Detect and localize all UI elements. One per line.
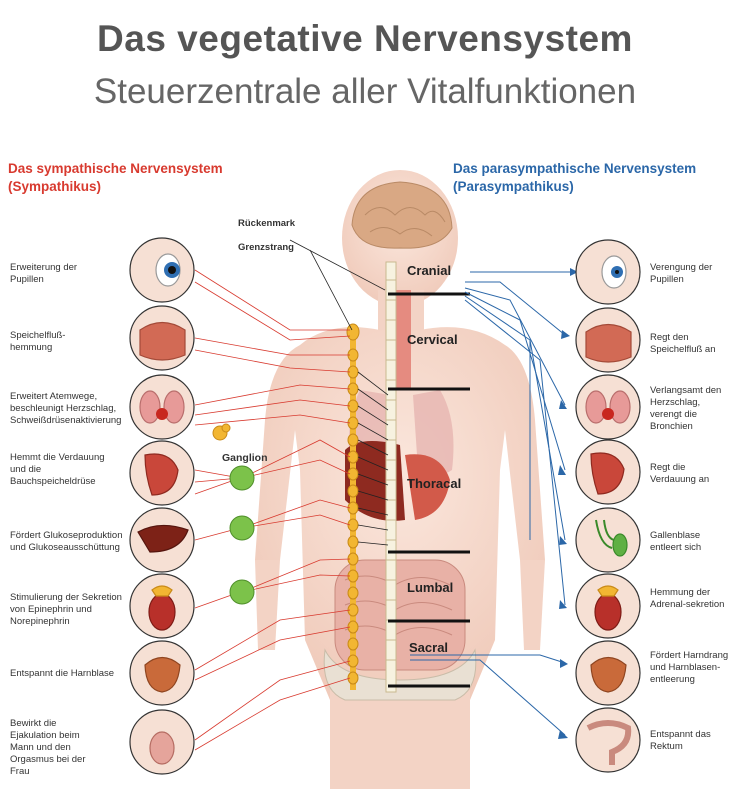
parasympathetic-arrowheads bbox=[558, 268, 578, 739]
lungs-heart-icon bbox=[129, 374, 195, 440]
brain-folds bbox=[364, 207, 446, 237]
sympathetic-trunk-chain bbox=[346, 323, 360, 690]
parasympathetic-heading-line1: Das parasympathische Nervensystem bbox=[453, 161, 697, 176]
sympathetic-effect-bladder: Entspannt die Harnblase bbox=[10, 668, 115, 679]
parasympathetic-heading: Das parasympathische Nervensystem (Paras… bbox=[453, 160, 696, 196]
segment-cranial: Cranial bbox=[407, 263, 452, 278]
bladder-icon bbox=[575, 640, 641, 706]
parasympathetic-heading-line2: (Parasympathikus) bbox=[453, 179, 574, 194]
liver-icon bbox=[129, 507, 195, 573]
parasympathetic-effect-bladder: Fördert Harndrang und Harnblasen-entleer… bbox=[650, 650, 729, 685]
parasympathetic-effect-adrenal: Hemmung der Adrenal-sekretion bbox=[650, 587, 725, 610]
segment-sacral: Sacral bbox=[409, 640, 449, 655]
sympathetic-icons bbox=[129, 237, 195, 775]
page-title: Das vegetative Nervensystem bbox=[97, 18, 633, 59]
gallbladder-icon bbox=[575, 507, 641, 573]
lungs-heart-icon bbox=[575, 374, 641, 440]
ganglion-1 bbox=[229, 465, 255, 491]
ganglia bbox=[229, 465, 255, 605]
segment-lumbal: Lumbal bbox=[407, 580, 454, 595]
eye-icon bbox=[575, 239, 641, 305]
ganglion-3 bbox=[229, 579, 255, 605]
ganglion-label: Ganglion bbox=[222, 452, 268, 464]
bladder-icon bbox=[129, 640, 195, 706]
stomach-icon bbox=[575, 439, 641, 505]
sympathetic-nerve-lines bbox=[194, 269, 351, 751]
sympathetic-effect-airways: Erweitert Atemwege, beschleunigt Herzsch… bbox=[10, 391, 122, 426]
parasympathetic-effect-pupils: Verengung der Pupillen bbox=[650, 262, 713, 285]
sympathetic-heading: Das sympathische Nervensystem (Sympathik… bbox=[8, 160, 223, 196]
adrenal-icon bbox=[129, 573, 195, 639]
sympathetic-heading-line2: (Sympathikus) bbox=[8, 179, 102, 194]
sympathetic-effect-epinephrine: Stimulierung der Sekretion von Epinephri… bbox=[10, 592, 122, 627]
sympathetic-effect-glucose: Fördert Glukoseproduktion und Glukoseaus… bbox=[10, 530, 123, 553]
intestines-shape bbox=[334, 559, 466, 671]
parasympathetic-effect-rectum: Entspannt das Rektum bbox=[650, 729, 711, 752]
rectum-icon bbox=[575, 707, 641, 773]
parasympathetic-effect-gallbladder: Gallenblase entleert sich bbox=[650, 530, 702, 553]
sympathetic-heading-line1: Das sympathische Nervensystem bbox=[8, 161, 223, 176]
spinal-cord bbox=[385, 261, 397, 693]
segment-dividers bbox=[388, 292, 470, 688]
parasympathetic-effect-digestion: Regt die Verdauung an bbox=[650, 462, 710, 485]
sympathetic-effect-digestion: Hemmt die Verdauung und die Bauchspeiche… bbox=[10, 452, 105, 487]
ganglion-2 bbox=[229, 515, 255, 541]
sympathetic-effect-saliva: Speichelfluß-hemmung bbox=[10, 330, 66, 353]
adrenal-icon bbox=[575, 573, 641, 639]
eye-icon bbox=[129, 237, 195, 303]
parasympathetic-icons bbox=[575, 239, 641, 773]
page-subtitle: Steuerzentrale aller Vitalfunktionen bbox=[93, 72, 637, 111]
windpipe-shape bbox=[393, 290, 411, 390]
stomach-icon bbox=[129, 440, 195, 506]
parasympathetic-effect-heart: Verlangsamt den Herzschlag, verengt die … bbox=[650, 385, 722, 432]
sympathetic-effect-pupils: Erweiterung der Pupillen bbox=[10, 262, 78, 285]
sympathetic-trunk-label: Grenzstrang bbox=[238, 242, 294, 253]
parasympathetic-effect-saliva: Regt den Speichelfluß an bbox=[650, 332, 716, 355]
chain-spine-connectors bbox=[289, 239, 389, 546]
brain-shape bbox=[351, 181, 453, 249]
stomach-shape bbox=[405, 454, 450, 520]
parasympathetic-nerve-lines bbox=[410, 271, 570, 736]
mouth-icon bbox=[575, 307, 641, 373]
genital-icon bbox=[129, 709, 195, 775]
segment-cervical: Cervical bbox=[407, 332, 458, 347]
ganglion-symbol-icon bbox=[212, 423, 231, 441]
sympathetic-effect-ejaculation: Bewirkt die Ejakulation beim Mann und de… bbox=[10, 718, 86, 777]
spinal-cord-label: Rückenmark bbox=[238, 218, 296, 229]
segment-thoracal: Thoracal bbox=[407, 476, 462, 491]
mouth-icon bbox=[129, 305, 195, 371]
